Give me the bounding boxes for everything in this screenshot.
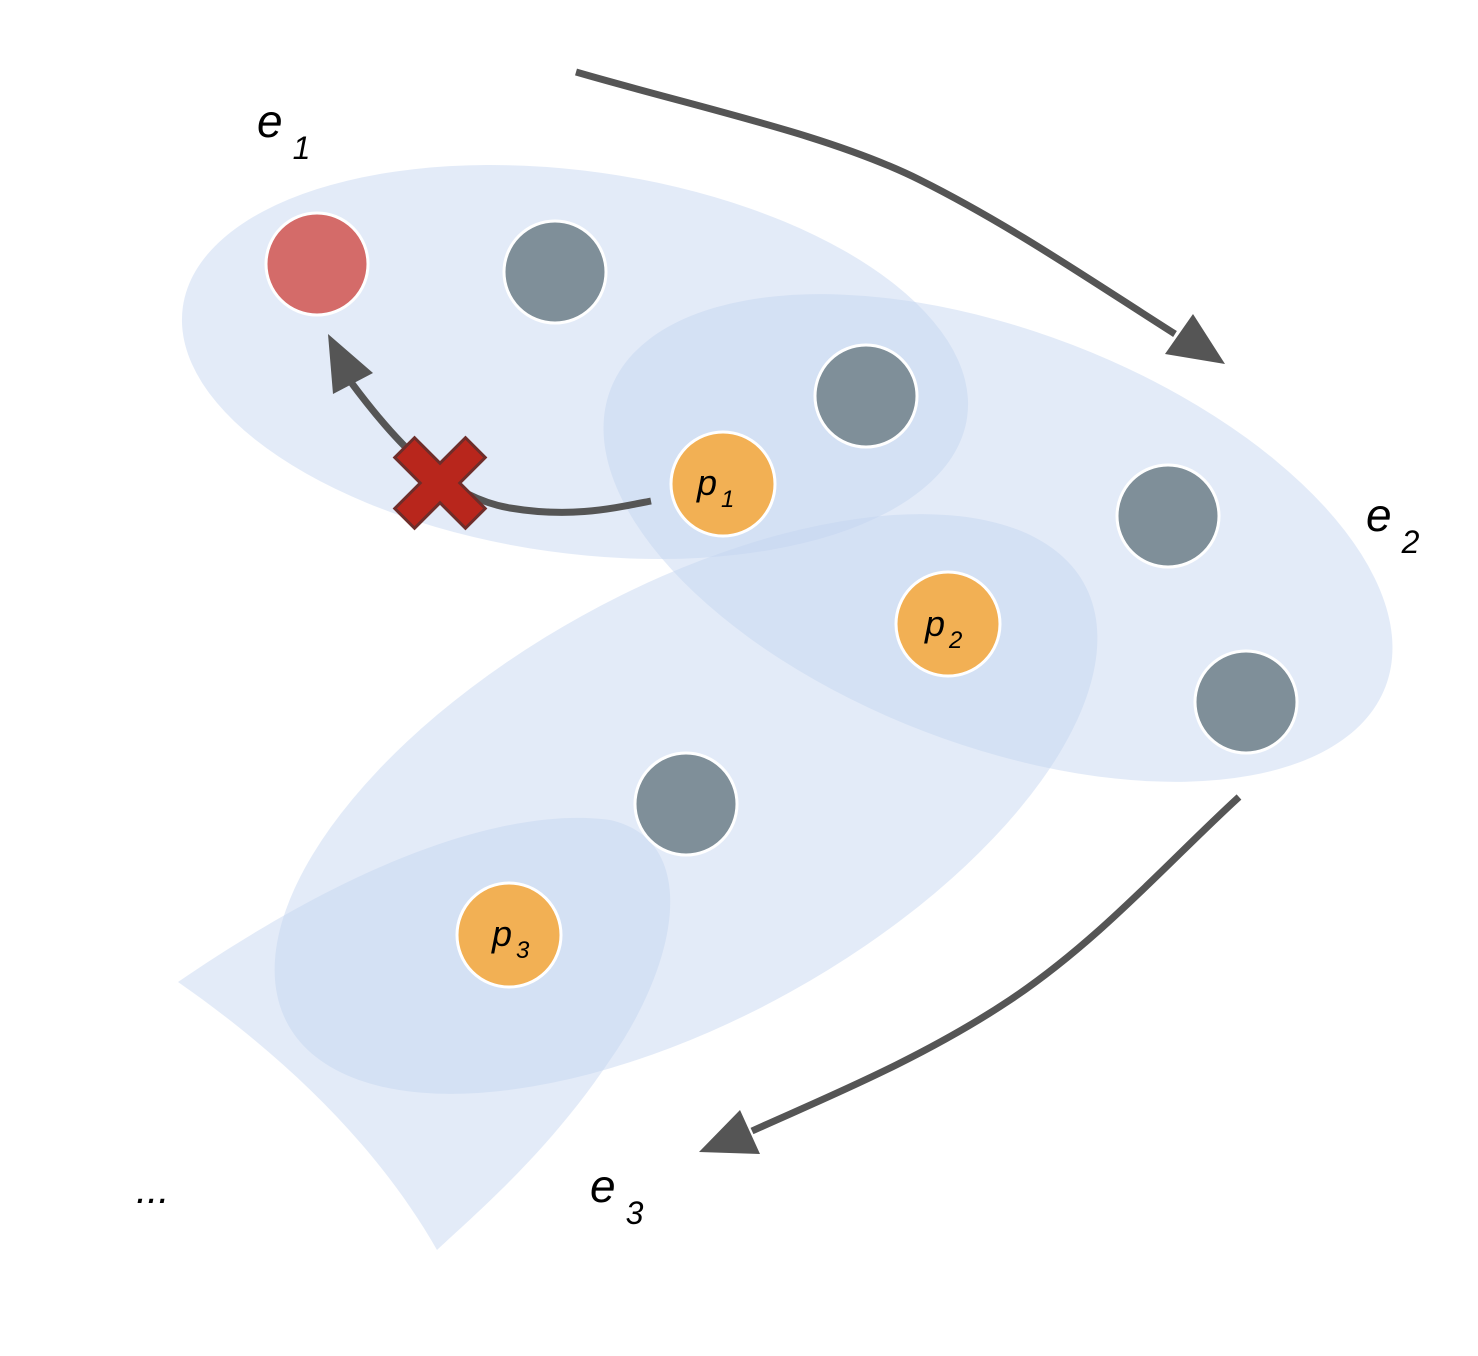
hyperedge-e1-region	[181, 164, 969, 560]
arrow-e2-to-e3-head	[699, 1110, 760, 1154]
hyperedge-label-e3: e3	[590, 1160, 644, 1231]
label-subscript: 3	[626, 1195, 644, 1231]
label-base: e	[257, 95, 283, 147]
node	[1193, 649, 1299, 755]
label-subscript: 1	[293, 130, 311, 166]
label-subscript: 2	[1401, 524, 1420, 560]
hyperedge-label-e2: e2	[1366, 489, 1420, 560]
arrow-e1-to-e2-head	[1165, 314, 1225, 364]
node	[502, 219, 608, 325]
node	[1115, 463, 1221, 569]
node	[633, 751, 739, 857]
label-base: e	[590, 1160, 616, 1212]
label-subscript: 1	[721, 486, 734, 513]
path-node-p1	[669, 430, 777, 538]
label-base: p	[696, 462, 717, 503]
blocked-arrow-line	[342, 371, 652, 516]
hyperedge-labels: e1 e2 e3	[257, 95, 1420, 1231]
blocked-arrow-head	[328, 334, 373, 394]
label-subscript: 3	[516, 937, 530, 964]
vertices	[264, 211, 1299, 989]
node	[813, 343, 919, 449]
blocked-cross-icon	[392, 435, 488, 531]
label-base: p	[491, 913, 512, 954]
continuation-ellipsis: ...	[136, 1168, 169, 1212]
arrow-e2-to-e3-line	[750, 794, 1242, 1135]
label-subscript: 2	[948, 627, 962, 654]
flow-arrows	[328, 68, 1242, 1154]
label-base: e	[1366, 489, 1392, 541]
arrow-e1-to-e2-line	[575, 68, 1177, 337]
label-base: p	[924, 603, 945, 644]
path-node-p3	[455, 881, 563, 989]
path-node-p2	[894, 570, 1002, 678]
hyperedge-e2-region	[603, 294, 1393, 782]
start-node	[264, 211, 370, 317]
hyperedge-label-e1: e1	[257, 95, 310, 166]
